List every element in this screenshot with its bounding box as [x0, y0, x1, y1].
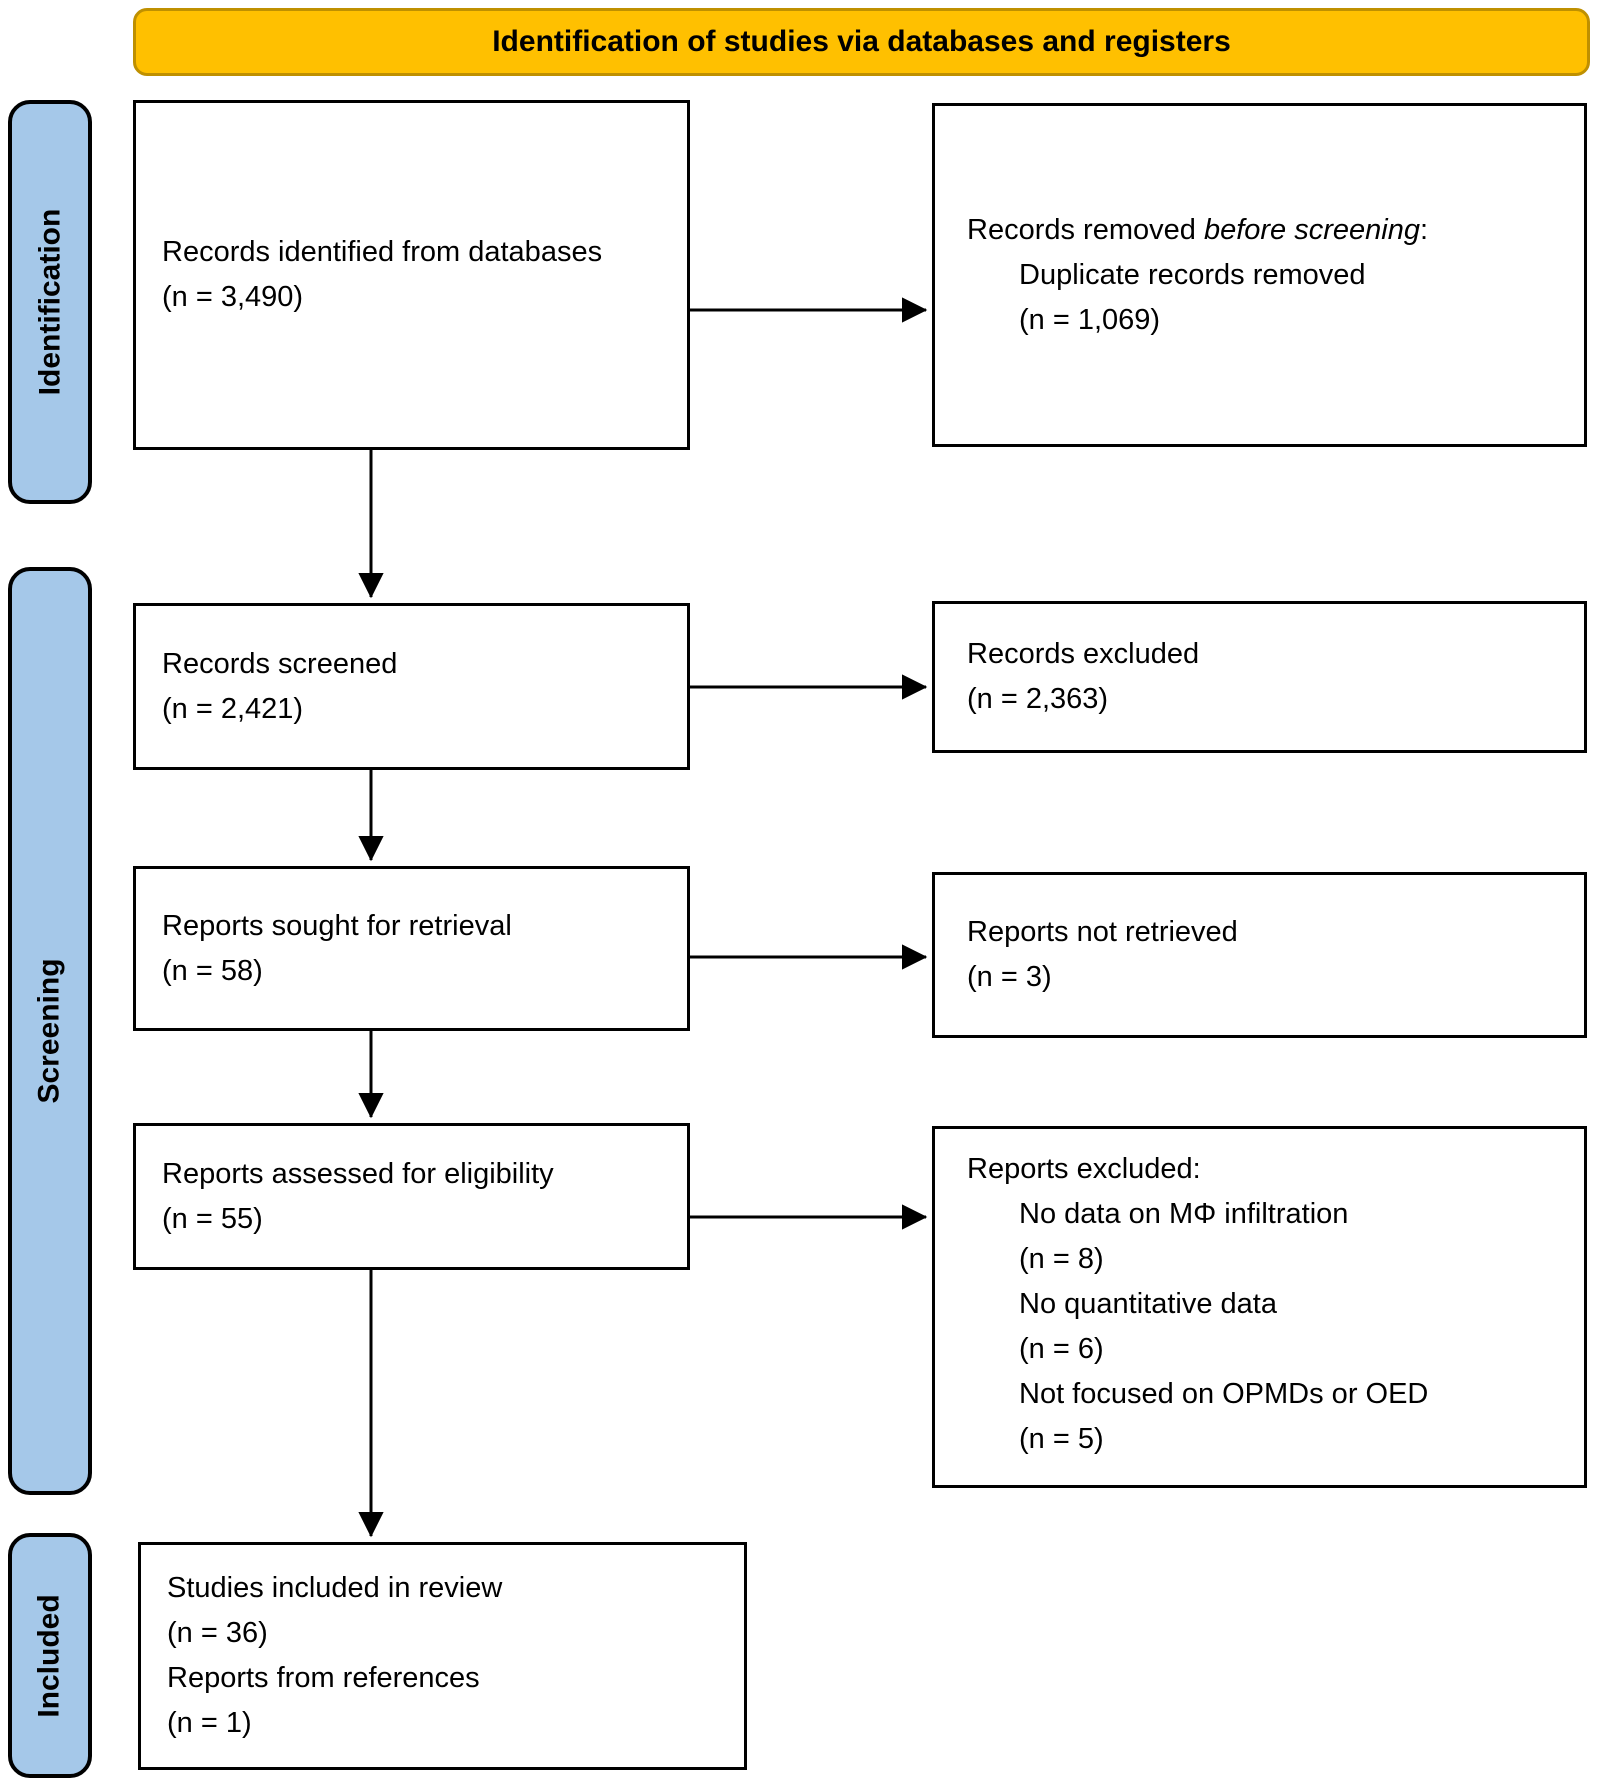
stage-label-text: Screening — [33, 958, 66, 1104]
banner-title: Identification of studies via databases … — [492, 25, 1231, 58]
box-count-line: (n = 1,069) — [1019, 303, 1161, 336]
box-text-part: : — [1419, 213, 1429, 246]
exclusion-reason: No quantitative data — [1019, 1288, 1277, 1320]
box-count-line: (n = 1) — [167, 1707, 252, 1739]
box-records-removed: Records removed before screening: Duplic… — [932, 103, 1587, 447]
box-count-line: (n = 58) — [162, 954, 263, 987]
box-text-line: Records removed before screening: — [967, 208, 1572, 253]
exclusion-count: (n = 8) — [1019, 1243, 1104, 1275]
box-records-excluded: Records excluded (n = 2,363) — [932, 601, 1587, 753]
box-text-line: Reports sought for retrieval — [162, 909, 512, 942]
box-text-line: Records identified from databases — [162, 236, 603, 268]
box-title-line: Reports excluded: — [967, 1153, 1201, 1185]
box-records-identified: Records identified from databases (n = 3… — [133, 100, 690, 450]
box-reports-assessed: Reports assessed for eligibility (n = 55… — [133, 1123, 690, 1270]
box-reports-excluded: Reports excluded: No data on MΦ infiltra… — [932, 1126, 1587, 1488]
exclusion-count: (n = 5) — [1019, 1423, 1104, 1455]
box-reports-not-retrieved: Reports not retrieved (n = 3) — [932, 872, 1587, 1038]
box-reports-sought: Reports sought for retrieval (n = 58) — [133, 866, 690, 1031]
exclusion-reason: No data on MΦ infiltration — [1019, 1198, 1349, 1230]
box-text-part: Records removed — [967, 213, 1204, 246]
exclusion-count: (n = 6) — [1019, 1333, 1104, 1365]
box-text-line: Reports not retrieved — [967, 916, 1238, 948]
box-records-screened: Records screened (n = 2,421) — [133, 603, 690, 770]
box-count-line: (n = 2,363) — [967, 683, 1109, 715]
box-studies-included: Studies included in review (n = 36) Repo… — [138, 1542, 747, 1770]
stage-label-text: Identification — [33, 208, 67, 396]
box-count-line: (n = 3) — [967, 961, 1052, 993]
box-text-line: Duplicate records removed — [1019, 258, 1366, 291]
box-text-line: Studies included in review — [167, 1572, 503, 1604]
box-text-line: Reports from references — [167, 1662, 480, 1694]
box-count-line: (n = 2,421) — [162, 692, 304, 725]
box-count-line: (n = 55) — [162, 1202, 263, 1235]
box-count-line: (n = 36) — [167, 1617, 268, 1649]
box-text-line: Records excluded — [967, 638, 1200, 670]
stage-label-identification: Identification — [8, 100, 92, 504]
box-text-line: Records screened — [162, 647, 398, 680]
box-count-line: (n = 3,490) — [162, 281, 304, 313]
stage-label-included: Included — [8, 1533, 92, 1778]
exclusion-reason: Not focused on OPMDs or OED — [1019, 1378, 1429, 1410]
box-text-line: Reports assessed for eligibility — [162, 1157, 554, 1190]
banner: Identification of studies via databases … — [133, 8, 1590, 76]
stage-label-screening: Screening — [8, 567, 92, 1495]
stage-label-text: Included — [33, 1593, 66, 1718]
box-text-italic: before screening — [1203, 213, 1420, 246]
